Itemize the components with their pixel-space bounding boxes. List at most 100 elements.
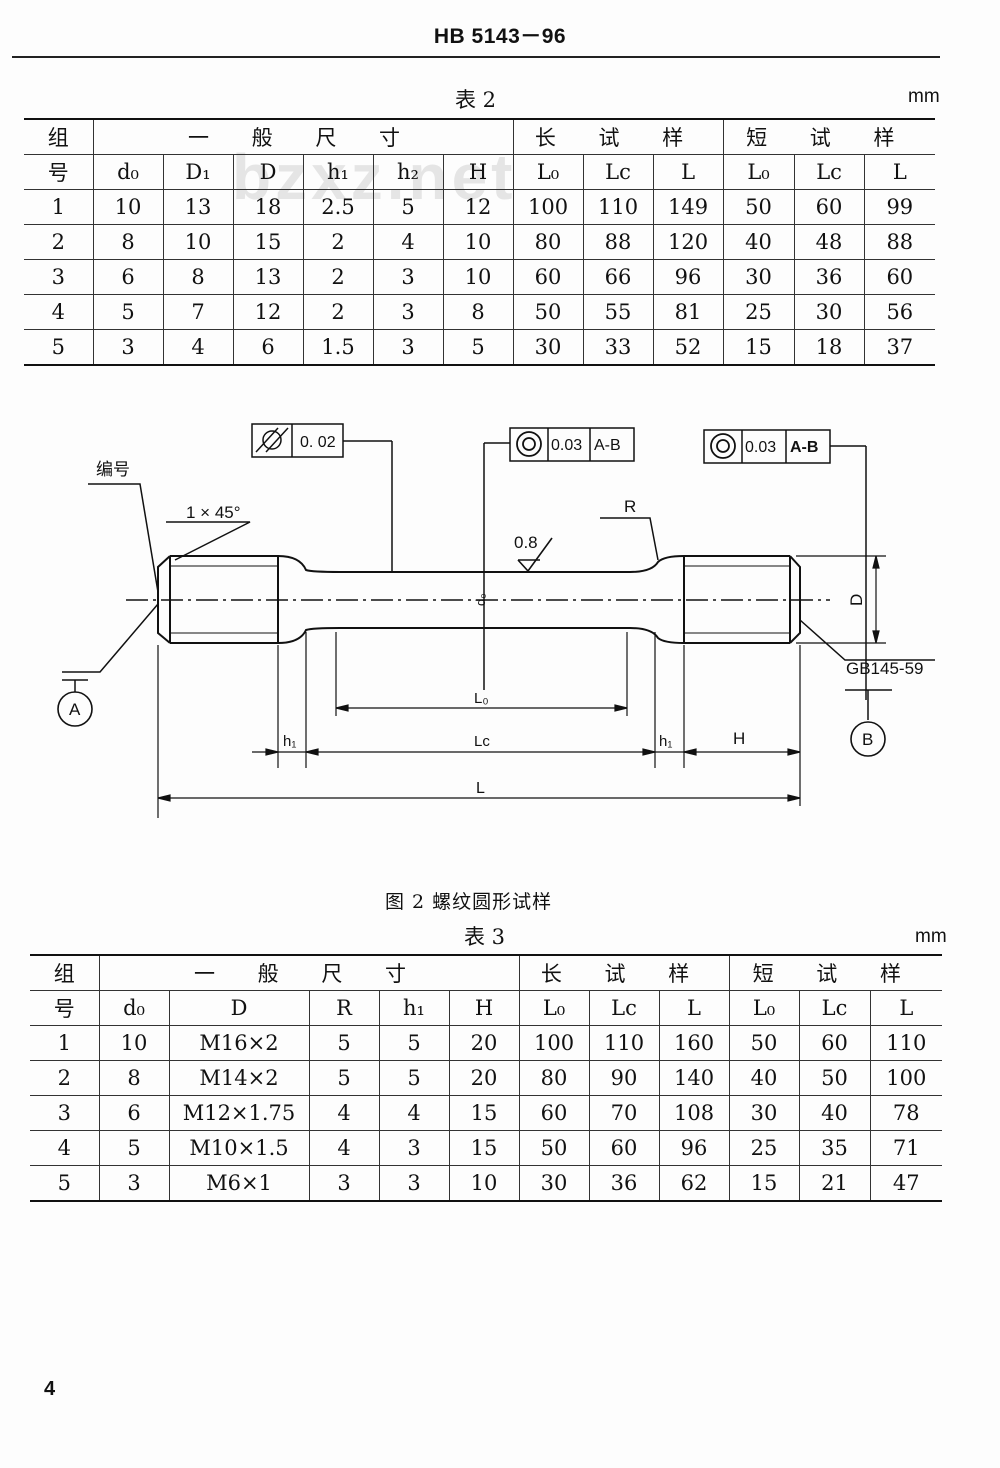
H-dim-label: H [733, 729, 745, 748]
table-cell: 8 [162, 259, 234, 295]
roughness-icon [517, 537, 553, 573]
table-cell: 50 [798, 1060, 871, 1096]
concentricity-datum-1: A-B [594, 437, 621, 454]
table2-col-header: d₀ [92, 154, 164, 190]
table2-group-header-top: 组 [24, 118, 94, 155]
table-cell: 149 [652, 189, 724, 225]
table-cell: 120 [652, 224, 724, 260]
table-cell: 5 [98, 1130, 170, 1166]
shank-bottom-outline [277, 627, 685, 644]
table-cell: 7 [162, 294, 234, 330]
table2-group-header-bottom: 号 [24, 154, 94, 190]
table3-group-header-top: 组 [30, 954, 100, 991]
table3-col-header: L [869, 990, 943, 1026]
table-cell: 88 [863, 224, 936, 260]
table-cell: 15 [722, 329, 795, 366]
table-cell: 5 [30, 1165, 100, 1202]
concentricity-icon [516, 431, 736, 459]
table-cell: 2 [302, 294, 374, 330]
table3-col-header: D [168, 990, 310, 1026]
table2-col-header: L [652, 154, 724, 190]
number-leader [88, 483, 159, 593]
table2-col-header: h₂ [372, 154, 444, 190]
table2-col-header: D₁ [162, 154, 234, 190]
table2-col-header: Lc [582, 154, 654, 190]
header-rule [12, 56, 940, 58]
table-cell: 60 [863, 259, 936, 295]
table-cell: 10 [162, 224, 234, 260]
table-cell: 3 [378, 1165, 450, 1202]
table-cell: 100 [512, 189, 584, 225]
shank-top-outline [277, 555, 685, 573]
table3-col-header: H [448, 990, 520, 1026]
specimen-drawing: 编号 1 × 45° 0. 02 0.03 A-B 0.03 A-B R 0.8… [57, 423, 935, 818]
table-cell: 3 [30, 1095, 100, 1131]
table-cell: 96 [658, 1130, 730, 1166]
table-cell: 62 [658, 1165, 730, 1202]
table-cell: 20 [448, 1025, 520, 1061]
table-cell: 88 [582, 224, 654, 260]
thread-standard-label: GB145-59 [846, 659, 924, 678]
datum-b-icon [850, 721, 886, 757]
table-cell: 60 [588, 1130, 660, 1166]
table2-section-general: 一 般 尺 寸 [92, 118, 514, 155]
table-cell: 5 [372, 189, 444, 225]
table-cell: 12 [442, 189, 514, 225]
table2-col-header: H [442, 154, 514, 190]
datum-a-icon [57, 691, 93, 727]
table-cell: 110 [869, 1025, 943, 1061]
table-cell: 21 [798, 1165, 871, 1202]
chamfer-leader [166, 521, 251, 561]
table-cell: 8 [442, 294, 514, 330]
left-chamfer-outline [157, 555, 171, 644]
table-cell: 10 [448, 1165, 520, 1202]
concentricity-value-1: 0.03 [551, 437, 582, 454]
table2-col-header: L₀ [722, 154, 795, 190]
concentricity-datum-2: A-B [790, 439, 818, 456]
table2-col-header: L₀ [512, 154, 584, 190]
radius-label: R [624, 497, 636, 516]
table-cell: 90 [588, 1060, 660, 1096]
roughness-value: 0.8 [514, 533, 538, 552]
table2-col-header: Lc [793, 154, 865, 190]
table-cell: 4 [378, 1095, 450, 1131]
table-cell: 10 [442, 259, 514, 295]
table-cell: M10×1.5 [168, 1130, 310, 1166]
table-cell: 13 [162, 189, 234, 225]
table-cell: 81 [652, 294, 724, 330]
table-cell: 100 [869, 1060, 943, 1096]
table-cell: 18 [793, 329, 865, 366]
table-cell: 70 [588, 1095, 660, 1131]
table-cell: 50 [512, 294, 584, 330]
table-cell: 15 [448, 1095, 520, 1131]
table-cell: 12 [232, 294, 304, 330]
table-cell: 3 [372, 294, 444, 330]
table-cell: 3 [24, 259, 94, 295]
table-cell: 6 [92, 259, 164, 295]
table-cell: 10 [442, 224, 514, 260]
table3-col-header: Lc [798, 990, 871, 1026]
table-cell: 47 [869, 1165, 943, 1202]
table-cell: M12×1.75 [168, 1095, 310, 1131]
table2-section-short: 短 试 样 [722, 118, 936, 155]
table2-caption: 表 2 [455, 88, 497, 112]
cylindricity-icon [255, 427, 289, 453]
chamfer-label: 1 × 45° [186, 503, 241, 522]
table-cell: 3 [372, 259, 444, 295]
table2-col-header: L [863, 154, 936, 190]
table-cell: 2 [30, 1060, 100, 1096]
table3-section-long: 长 试 样 [518, 954, 730, 991]
thread-leader [799, 619, 935, 661]
concentricity-value-2: 0.03 [745, 439, 776, 456]
table2-unit: mm [908, 86, 940, 107]
table-cell: 25 [728, 1130, 800, 1166]
table-cell: 108 [658, 1095, 730, 1131]
table-cell: 1 [24, 189, 94, 225]
table3-col-header: d₀ [98, 990, 170, 1026]
table3-section-short: 短 试 样 [728, 954, 943, 991]
table-cell: 52 [652, 329, 724, 366]
table-cell: 78 [869, 1095, 943, 1131]
table-cell: 30 [512, 329, 584, 366]
